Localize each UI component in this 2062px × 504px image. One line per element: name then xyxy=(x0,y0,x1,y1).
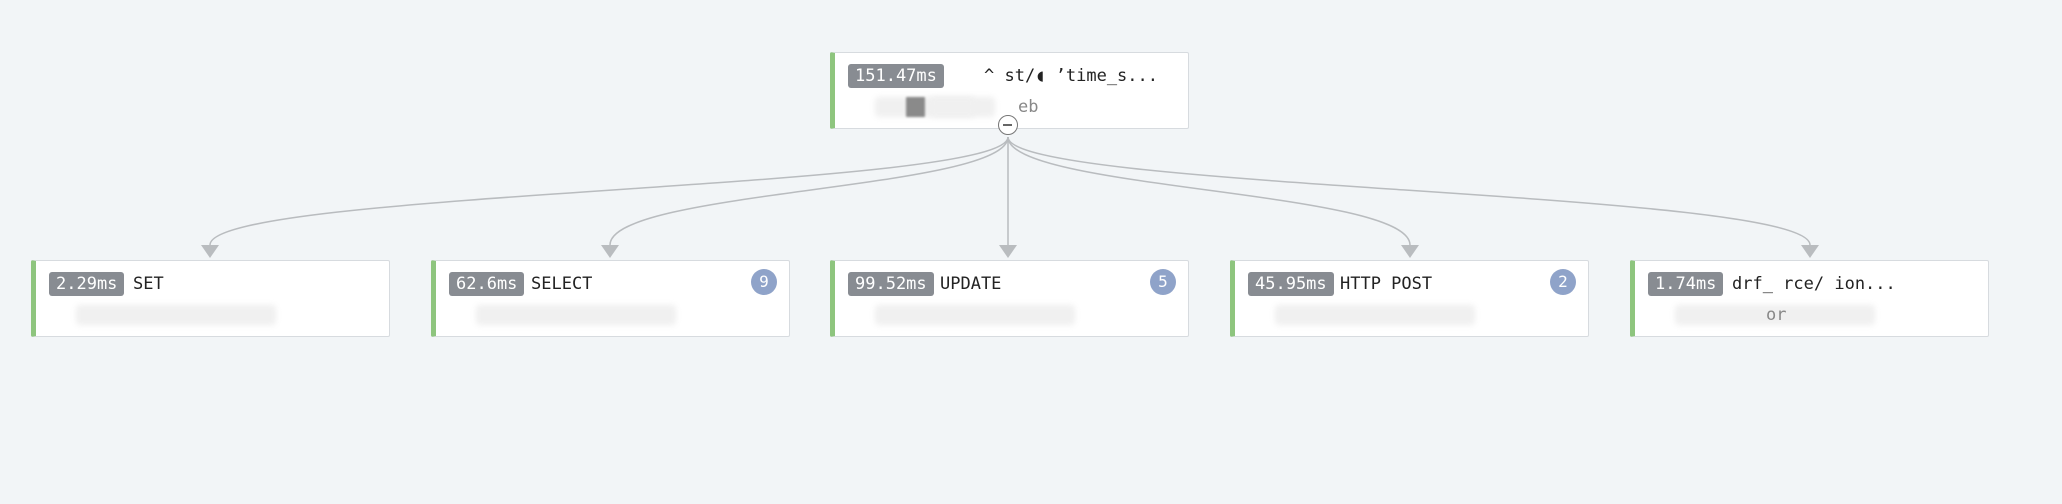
arrow-down-icon xyxy=(601,245,619,258)
child-count-badge: 2 xyxy=(1550,269,1576,295)
child-count-badge: 9 xyxy=(751,269,777,295)
span-subtitle-fragment: or xyxy=(1766,305,1787,325)
span-subtitle-redacted xyxy=(76,305,326,325)
span-title: HTTP POST xyxy=(1340,274,1433,294)
edge-drf xyxy=(1007,136,1811,246)
child-span-node[interactable]: 2.29ms SET xyxy=(31,260,390,337)
arrow-down-icon xyxy=(1801,245,1819,258)
arrow-down-icon xyxy=(1401,245,1419,258)
child-span-node[interactable]: 99.52ms UPDATE 5 xyxy=(830,260,1189,337)
span-title: drf_ rce/ ion... xyxy=(1732,274,1896,294)
edge-http-post xyxy=(1007,136,1411,246)
duration-badge: 45.95ms xyxy=(1248,272,1334,296)
arrow-down-icon xyxy=(999,245,1017,258)
span-subtitle-redacted xyxy=(1675,305,1925,325)
arrow-down-icon xyxy=(201,245,219,258)
duration-badge: 1.74ms xyxy=(1648,272,1724,296)
span-title: SELECT xyxy=(531,274,593,294)
duration-badge: 99.52ms xyxy=(848,272,934,296)
child-span-node[interactable]: 62.6ms SELECT 9 xyxy=(431,260,790,337)
duration-badge: 62.6ms xyxy=(449,272,525,296)
span-subtitle-redacted xyxy=(875,305,1125,325)
child-span-node[interactable]: 45.95ms HTTP POST 2 xyxy=(1230,260,1589,337)
edge-set xyxy=(209,136,1009,246)
span-subtitle-tail: eb xyxy=(1018,97,1039,117)
span-title: SET xyxy=(133,274,164,294)
edge-select xyxy=(609,136,1009,246)
span-subtitle-redacted xyxy=(476,305,726,325)
duration-badge: 2.29ms xyxy=(49,272,125,296)
child-count-badge: 5 xyxy=(1150,269,1176,295)
span-title: ^ st/◖ ’time_s... xyxy=(984,66,1158,86)
span-subtitle-redacted xyxy=(1275,305,1525,325)
span-title: UPDATE xyxy=(940,274,1002,294)
duration-badge: 151.47ms xyxy=(848,64,944,88)
collapse-toggle-icon[interactable] xyxy=(998,115,1018,135)
span-subtitle-redacted xyxy=(875,97,1125,117)
child-span-node[interactable]: 1.74ms drf_ rce/ ion... or xyxy=(1630,260,1989,337)
